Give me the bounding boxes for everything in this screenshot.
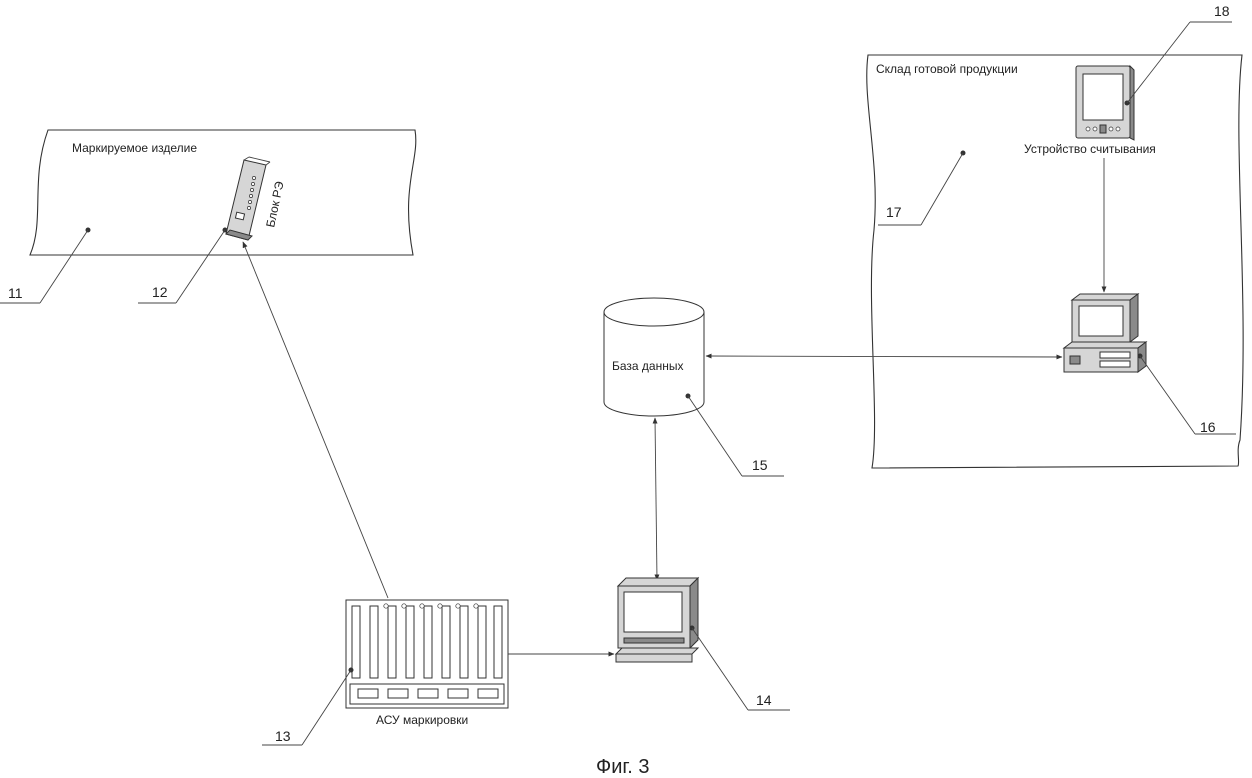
leader-12: 12 xyxy=(138,230,225,303)
database-computer14-link xyxy=(655,418,657,580)
desktop-computer-icon xyxy=(1064,294,1146,372)
ref-16: 16 xyxy=(1200,419,1216,435)
asu-to-block-re-arrow xyxy=(243,242,388,598)
warehouse-zone: Склад готовой продукции xyxy=(867,55,1243,468)
figure-caption: Фиг. 3 xyxy=(596,756,649,778)
terminal-computer-icon xyxy=(616,578,698,662)
ref-11: 11 xyxy=(8,285,23,301)
reader-label: Устройство считывания xyxy=(1024,142,1156,156)
leader-17: 17 xyxy=(878,153,963,225)
ref-14: 14 xyxy=(756,692,772,708)
database-icon xyxy=(604,298,704,416)
database-label: База данных xyxy=(612,359,683,373)
block-re-icon xyxy=(226,157,270,240)
leader-15: 15 xyxy=(688,396,784,476)
leader-14: 14 xyxy=(692,628,790,710)
leader-13: 13 xyxy=(262,670,351,745)
leader-18: 18 xyxy=(1127,3,1232,103)
asu-label: АСУ маркировки xyxy=(376,713,468,727)
ref-12: 12 xyxy=(152,284,168,300)
warehouse-zone-label: Склад готовой продукции xyxy=(876,62,1018,76)
ref-15: 15 xyxy=(752,457,768,473)
asu-rack-icon xyxy=(346,600,508,708)
ref-17: 17 xyxy=(886,204,902,220)
leader-16: 16 xyxy=(1140,356,1236,435)
block-re-label: Блок РЭ xyxy=(263,180,286,229)
product-zone: Маркируемое изделие xyxy=(30,130,416,255)
ref-13: 13 xyxy=(275,728,291,744)
leader-11: 11 xyxy=(0,230,88,303)
product-zone-label: Маркируемое изделие xyxy=(72,141,197,155)
database-computer16-link xyxy=(706,356,1062,357)
ref-18: 18 xyxy=(1214,3,1230,19)
